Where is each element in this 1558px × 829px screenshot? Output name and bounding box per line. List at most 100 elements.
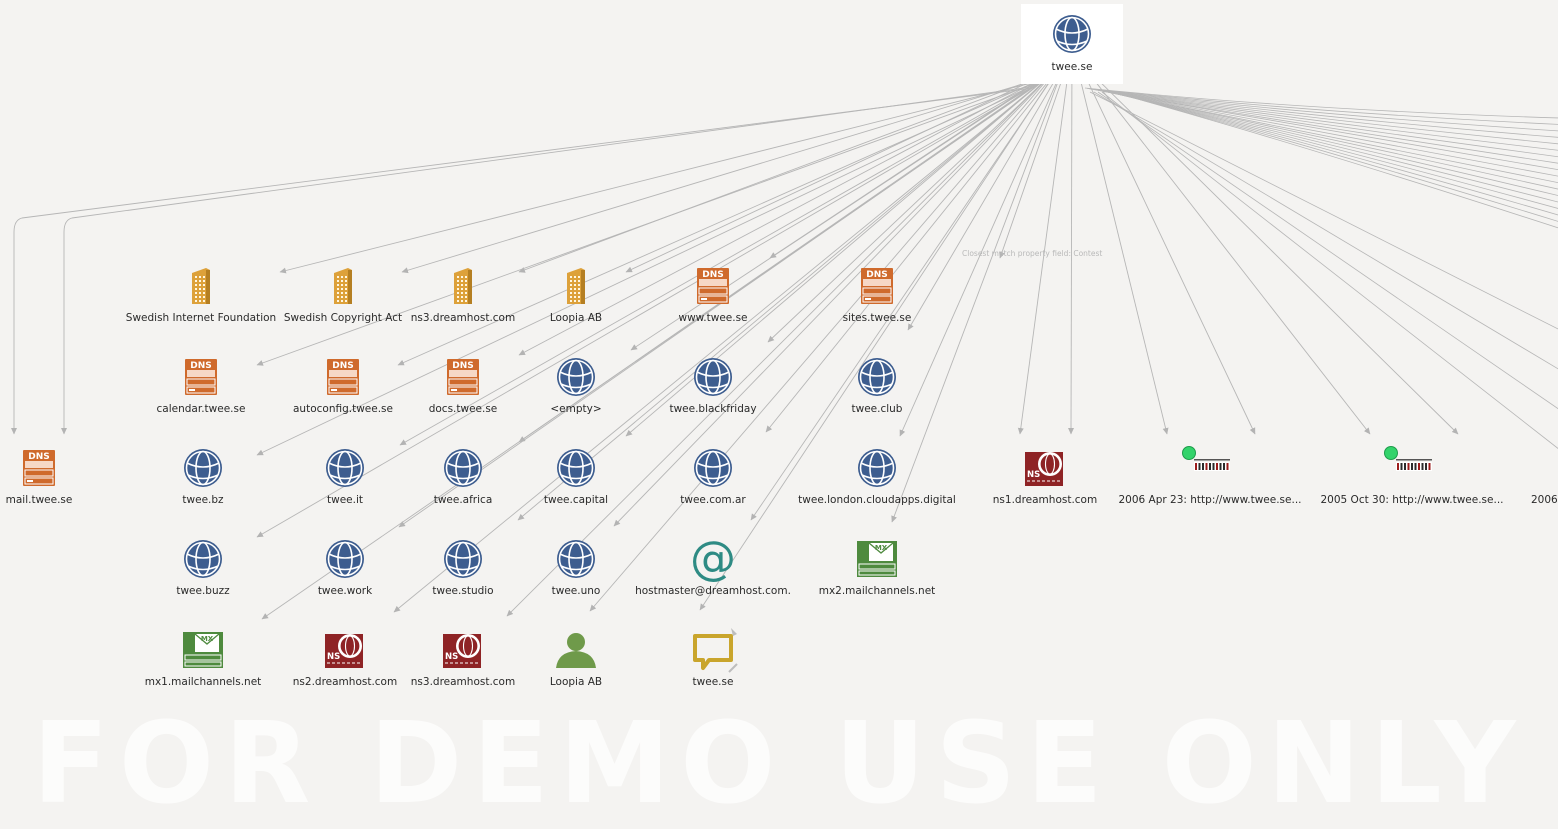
offscreen-edge: [1113, 92, 1558, 203]
node-label: twee.club: [852, 403, 903, 415]
edge-30: [393, 75, 1049, 613]
edge-12: [11, 87, 1036, 435]
node-label: twee.capital: [544, 494, 608, 506]
node-label: Swedish Copyright Act: [284, 312, 402, 324]
offscreen-edge: [1091, 88, 1558, 138]
node-twee-bz[interactable]: twee.bz: [182, 449, 224, 506]
node-label: twee.london.cloudapps.digital: [798, 494, 956, 506]
node-twee-buzz[interactable]: twee.buzz: [176, 540, 230, 597]
svg-text:@: @: [690, 531, 736, 585]
node-ns3-dreamhost-com[interactable]: ns3.dreamhost.com: [411, 268, 515, 324]
node-label: <empty>: [550, 403, 601, 415]
edge-extra-2: [1074, 58, 1169, 435]
node-twee-london-cloudapps-digital[interactable]: twee.london.cloudapps.digital: [798, 449, 956, 506]
node-2006-apr-23-http-www-twee-se[interactable]: 2006 Apr 23: http://www.twee.se...: [1118, 446, 1302, 507]
svg-text:DNS: DNS: [190, 361, 212, 371]
node-twee-africa[interactable]: twee.africa: [434, 449, 493, 506]
edge-31: [506, 72, 1053, 617]
node-label: Loopia AB: [550, 312, 602, 324]
node-label: twee.it: [327, 494, 363, 506]
edge-23: [256, 80, 1044, 538]
mx-record-icon: MX: [857, 541, 897, 577]
node-swedish-internet-foundation[interactable]: Swedish Internet Foundation: [126, 268, 276, 324]
offscreen-edge: [1115, 93, 1558, 209]
phrase-icon: [693, 628, 738, 673]
node-label: ns3.dreamhost.com: [411, 312, 515, 324]
offscreen-edge: [1106, 91, 1558, 184]
node-label: calendar.twee.se: [157, 403, 246, 415]
node-hostmaster-dreamhost-com[interactable]: @hostmaster@dreamhost.com.: [635, 531, 791, 597]
offscreen-edge: [1109, 92, 1558, 190]
ns-record-icon: NS: [443, 634, 481, 668]
edge-2: [518, 72, 1053, 273]
root-node[interactable]: twee.se: [1021, 4, 1123, 84]
node-twee-com-ar[interactable]: twee.com.ar: [680, 449, 746, 506]
node-label: ns1.dreamhost.com: [993, 494, 1097, 506]
offscreen-edges: [1084, 87, 1558, 449]
node-twee-capital[interactable]: twee.capital: [544, 449, 608, 506]
domain-icon: [557, 449, 595, 487]
node-twee-se[interactable]: twee.se: [693, 628, 738, 688]
organization-icon: [567, 268, 585, 304]
svg-text:DNS: DNS: [332, 361, 354, 371]
node-swedish-copyright-act[interactable]: Swedish Copyright Act: [284, 268, 402, 324]
node-label: twee.bz: [182, 494, 224, 506]
offscreen-edge: [1104, 91, 1558, 177]
domain-icon: [444, 540, 482, 578]
node-label: twee.africa: [434, 494, 493, 506]
node-label: twee.se: [693, 676, 734, 688]
node-twee-studio[interactable]: twee.studio: [432, 540, 494, 597]
node-empty[interactable]: <empty>: [550, 358, 602, 415]
node-loopia-ab[interactable]: Loopia AB: [550, 633, 602, 688]
domain-icon: [694, 449, 732, 487]
node-twee-uno[interactable]: twee.uno: [552, 540, 601, 597]
node-label: mx2.mailchannels.net: [819, 585, 936, 597]
node-twee-it[interactable]: twee.it: [326, 449, 364, 506]
offscreen-edge: [1089, 88, 1558, 132]
node-label: www.twee.se: [678, 312, 747, 324]
organization-icon: [334, 268, 352, 304]
offscreen-edge: [1087, 88, 1558, 125]
node-2006[interactable]: 2006: [1531, 494, 1558, 506]
node-label: twee.studio: [432, 585, 493, 597]
node-2005-oct-30-http-www-twee-se[interactable]: 2005 Oct 30: http://www.twee.se...: [1321, 446, 1504, 507]
dns-name-icon: DNS: [23, 450, 55, 486]
person-icon: [556, 633, 596, 668]
offscreen-edge: [1098, 90, 1558, 158]
domain-icon: [858, 449, 896, 487]
edges: [11, 56, 1459, 620]
node-calendar-twee-se[interactable]: DNS calendar.twee.se: [157, 359, 246, 415]
node-twee-work[interactable]: twee.work: [318, 540, 373, 597]
node-label: ns3.dreamhost.com: [411, 676, 515, 688]
domain-icon: [444, 449, 482, 487]
offscreen-edge: [1100, 90, 1558, 164]
node-twee-blackfriday[interactable]: twee.blackfriday: [669, 358, 757, 415]
node-label: twee.blackfriday: [669, 403, 756, 415]
node-label: mx1.mailchannels.net: [145, 676, 262, 688]
edge-11: [907, 60, 1067, 331]
edge-26: [613, 69, 1057, 527]
dns-name-icon: DNS: [185, 359, 217, 395]
edge-21: [1085, 67, 1459, 435]
svg-text:MX: MX: [875, 544, 888, 552]
node-twee-club[interactable]: twee.club: [852, 358, 903, 415]
edge-0: [279, 79, 1045, 274]
node-label: 2006: [1531, 494, 1558, 506]
edge-32: [589, 70, 1056, 612]
offscreen-edge: [1084, 87, 1558, 119]
edge-14: [399, 75, 1049, 446]
domain-icon: [557, 540, 595, 578]
node-label: Loopia AB: [550, 676, 602, 688]
node-ns3-dreamhost-com[interactable]: NS ns3.dreamhost.com: [411, 634, 515, 688]
node-loopia-ab[interactable]: Loopia AB: [550, 268, 602, 324]
node-mx2-mailchannels-net[interactable]: MX mx2.mailchannels.net: [819, 541, 936, 597]
